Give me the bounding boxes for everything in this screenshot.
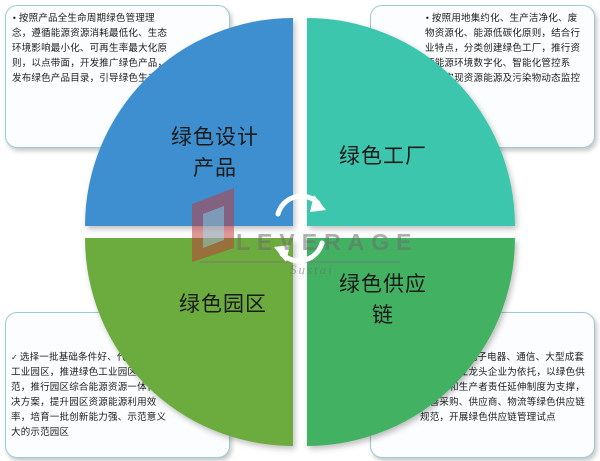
card-text-green-design-product: •按照产品全生命周期绿色管理理念，遵循能源资源消耗最低化、生态环境影响最小化、可… — [12, 13, 168, 84]
bullet-icon: • — [12, 14, 17, 23]
watermark-brand: LEVERAGE — [236, 229, 419, 255]
checkmark-icon: ✓ — [11, 353, 18, 362]
quadrant-bottom-right — [307, 238, 515, 446]
label-green-factory: 绿色工厂 — [339, 144, 427, 168]
quadrant-bottom-left — [85, 238, 293, 446]
quadrant-top-right — [307, 18, 515, 226]
label-green-design-product: 绿色设计 产品 — [171, 125, 259, 180]
bullet-icon: • — [425, 14, 430, 23]
label-green-park: 绿色园区 — [179, 292, 267, 316]
watermark-sub: Sustai — [290, 262, 334, 277]
watermark-logo — [192, 188, 400, 263]
cycle-arrows-icon — [274, 193, 326, 264]
card-text-green-park: ✓选择一批基础条件好、代表性强的工业园区，推进绿色工业园区创建示范，推行园区综合… — [11, 352, 167, 438]
quadrant-top-left — [85, 18, 293, 226]
label-green-supply-chain: 绿色供应 链 — [339, 272, 427, 327]
